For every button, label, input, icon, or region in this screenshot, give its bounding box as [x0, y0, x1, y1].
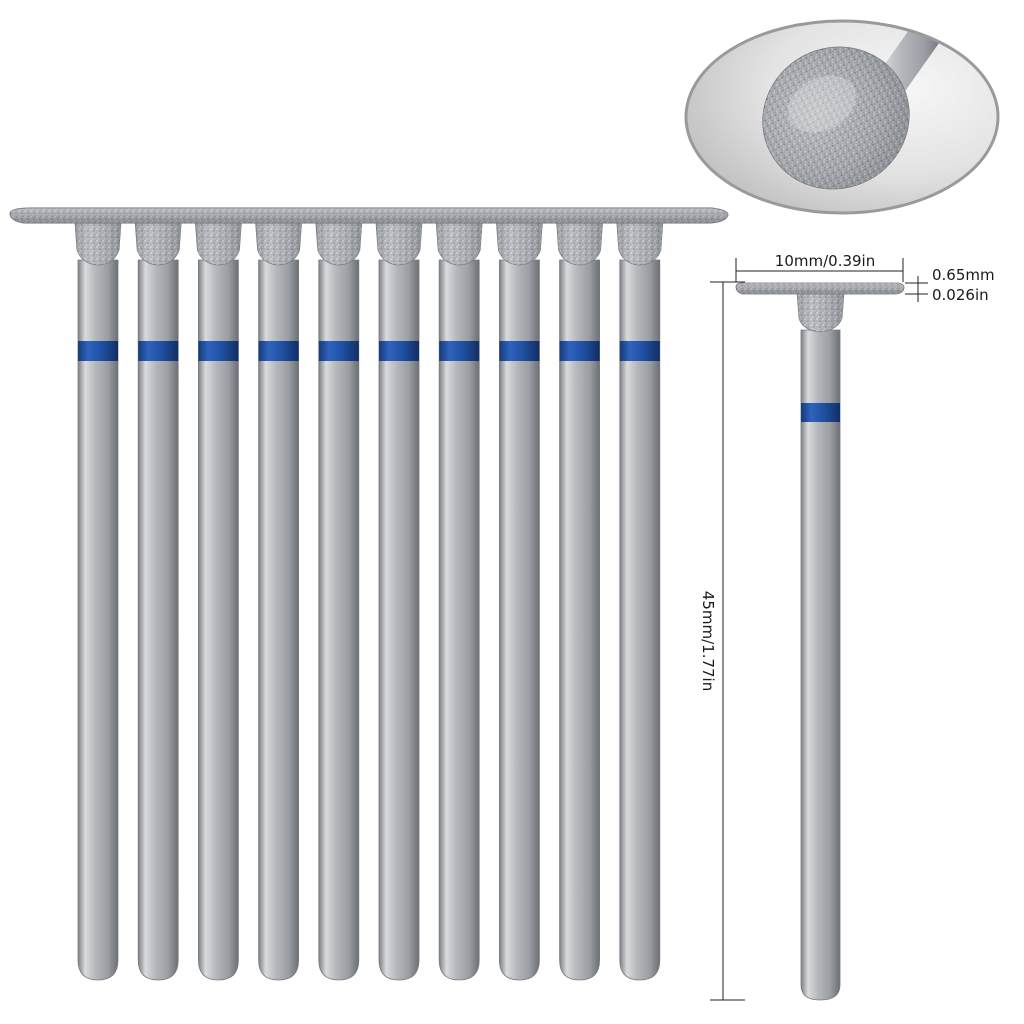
- bur-band: [138, 341, 179, 361]
- bur-shank: [77, 259, 119, 981]
- bur-neck-grit: [556, 222, 603, 265]
- bur-shank: [137, 259, 179, 981]
- bur-band: [78, 341, 118, 361]
- bur-neck-grit: [315, 222, 362, 265]
- bur-9: [556, 221, 604, 981]
- bur-shank: [258, 259, 299, 981]
- bur-5: [315, 221, 363, 981]
- bur-band: [559, 341, 600, 361]
- bur-band: [379, 341, 419, 361]
- bur-10: [616, 221, 664, 981]
- disc-thickness-mm-label: 0.65mm: [932, 266, 995, 284]
- bur-band: [258, 341, 299, 361]
- bur-4: [255, 221, 303, 981]
- bur-neck-grit: [616, 222, 663, 265]
- bur-1: [74, 221, 122, 981]
- bur-shank: [559, 259, 600, 981]
- overall-length-label: 45mm/1.77in: [699, 591, 717, 691]
- closeup-bubble: [684, 19, 1000, 215]
- bur-band: [619, 341, 660, 361]
- bur-shank: [198, 259, 239, 981]
- dimension-lines: [710, 258, 928, 1001]
- bur-band: [198, 341, 239, 361]
- disc-diameter-label: 10mm/0.39in: [775, 252, 875, 270]
- bur-neck-grit: [195, 222, 242, 265]
- bur-neck-grit: [436, 222, 483, 265]
- bur-band: [318, 341, 359, 361]
- disc-row: [9, 207, 729, 224]
- bur-3: [194, 221, 242, 981]
- single-bur: [735, 282, 905, 1001]
- bur-shank: [499, 259, 540, 981]
- bur-group: [74, 221, 664, 981]
- bur-shank: [619, 259, 661, 981]
- bur-shank: [378, 259, 420, 981]
- bur-neck-grit: [255, 222, 302, 265]
- bur-neck-grit: [496, 222, 543, 265]
- bur-2: [134, 221, 182, 981]
- bur-shank: [318, 259, 360, 981]
- bur-6: [375, 221, 423, 981]
- bur-neck-grit: [135, 222, 182, 265]
- disc-thickness-in-label: 0.026in: [932, 286, 989, 304]
- bur-band: [439, 341, 480, 361]
- bur-neck-grit: [376, 222, 422, 265]
- bur-neck-grit: [75, 222, 121, 265]
- bur-band: [499, 341, 540, 361]
- bur-8: [495, 221, 543, 981]
- bur-7: [435, 221, 483, 981]
- bur-shank: [438, 259, 480, 981]
